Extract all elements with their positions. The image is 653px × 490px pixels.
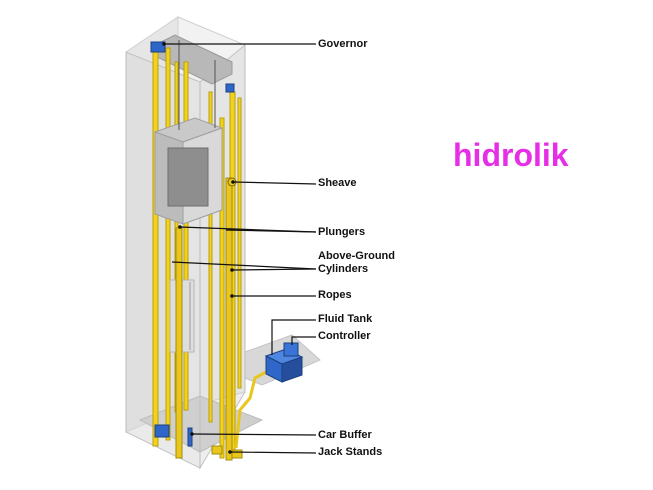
- label-fluid-tank: Fluid Tank: [318, 313, 373, 325]
- callout-line-sheave: [232, 181, 317, 185]
- callout-line-car-buffer: [191, 433, 317, 436]
- callout-dot-governor: [162, 42, 166, 46]
- rail-left-inner: [165, 47, 171, 441]
- callout-dot-cylinders: [230, 268, 234, 272]
- car-buffer-post: [187, 427, 193, 447]
- governor-pulley: [225, 83, 235, 93]
- callout-dot-sheave: [231, 180, 235, 184]
- elevator-car: [153, 117, 224, 225]
- jack-stand-right: [231, 449, 243, 459]
- label-controller: Controller: [318, 330, 371, 342]
- callout-line-jack-stands: [229, 451, 317, 454]
- label-above-ground: Above-Ground: [318, 250, 395, 262]
- governor-block: [150, 41, 166, 53]
- tank-side: [281, 356, 303, 383]
- callout-line-cylinders-b: [231, 268, 317, 271]
- callout-line-plungers-b: [225, 229, 317, 233]
- car-door-opening: [167, 147, 209, 207]
- callout-line-fluid-tank: [271, 319, 316, 355]
- rail-left-outer: [152, 47, 159, 447]
- rail-mid-right: [208, 91, 213, 423]
- rail-right-back: [237, 97, 242, 389]
- pit-buffer-block: [154, 424, 170, 438]
- label-jack-stands: Jack Stands: [318, 446, 383, 458]
- callout-dot-plungers: [178, 225, 182, 229]
- label-ropes: Ropes: [318, 289, 352, 301]
- rail-center: [183, 61, 189, 411]
- callout-dots: [162, 42, 235, 454]
- hydraulic-line: [234, 370, 267, 449]
- label-governor: Governor: [318, 38, 368, 50]
- controller-box: [283, 342, 299, 357]
- callout-line-cylinders-a: [171, 261, 317, 270]
- jack-stand-left: [211, 445, 223, 455]
- label-plungers: Plungers: [318, 226, 366, 238]
- callout-dot-car-buffer: [190, 432, 194, 436]
- title-hidrolik: hidrolik: [453, 137, 569, 173]
- cylinder-right: [225, 177, 233, 461]
- label-sheave: Sheave: [318, 177, 357, 189]
- callout-lines: [164, 43, 317, 454]
- rail-right-inner: [219, 117, 225, 459]
- callout-dot-jack-stands: [228, 450, 232, 454]
- label-cylinders: Cylinders: [318, 263, 369, 275]
- callout-line-controller: [291, 336, 316, 345]
- callout-dot-ropes: [230, 294, 234, 298]
- fluid-tank-controller: [264, 342, 304, 383]
- label-car-buffer: Car Buffer: [318, 429, 372, 441]
